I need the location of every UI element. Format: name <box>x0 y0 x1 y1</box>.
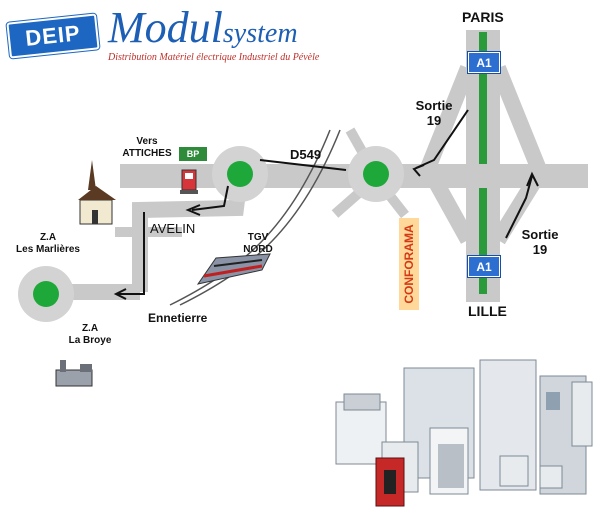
church-icon <box>78 160 116 225</box>
west-ramps <box>419 65 476 244</box>
label-vers-attiches: Vers ATTICHES <box>107 136 187 159</box>
brand-tagline: Distribution Matériel électrique Industr… <box>108 52 320 63</box>
tgv-word: TGV <box>247 232 269 243</box>
a1-median <box>479 32 487 294</box>
brand-main: Modul <box>108 3 223 52</box>
fuel-pump-icon <box>180 169 198 194</box>
sortie-top-word: Sortie <box>415 98 453 113</box>
attiches-word: ATTICHES <box>122 147 172 159</box>
conforama-sign: CONFORAMA <box>399 218 419 310</box>
label-sortie-bottom: Sortie 19 <box>514 227 566 258</box>
sortie-top-number: 19 <box>426 112 442 128</box>
brand-title: Modulsystem <box>108 2 298 53</box>
conforama-text: CONFORAMA <box>402 224 416 304</box>
rail-line <box>169 129 331 306</box>
za-broye-name: La Broye <box>68 334 112 346</box>
vers-word: Vers <box>136 136 158 147</box>
label-avelin: AVELIN <box>150 221 196 236</box>
sortie-bottom-word: Sortie <box>521 227 559 242</box>
label-d549: D549 <box>290 147 322 162</box>
tgv-train-icon <box>196 253 271 285</box>
label-sortie-top: Sortie 19 <box>406 98 462 129</box>
a1-sign-top: A1 <box>468 52 500 73</box>
electrical-enclosures-image <box>335 359 593 507</box>
za-broye-prefix: Z.A <box>81 323 99 334</box>
bp-station-badge: BP <box>179 147 207 161</box>
factory-icon <box>55 360 93 387</box>
sortie-bottom-number: 19 <box>532 241 548 257</box>
za-marlieres-name: Les Marlières <box>16 243 80 255</box>
label-za-marlieres: Z.A Les Marlières <box>10 232 86 255</box>
label-lille: LILLE <box>468 303 507 319</box>
label-za-broye: Z.A La Broye <box>60 323 120 346</box>
label-tgv-nord: TGV NORD <box>238 232 278 255</box>
label-paris: PARIS <box>462 9 504 25</box>
za-marlieres-prefix: Z.A <box>39 232 57 243</box>
nord-word: NORD <box>243 243 273 255</box>
label-ennetierre: Ennetierre <box>148 311 208 325</box>
a1-sign-bottom: A1 <box>468 256 500 277</box>
brand-rest: system <box>222 18 298 49</box>
route-arrows <box>113 109 539 300</box>
